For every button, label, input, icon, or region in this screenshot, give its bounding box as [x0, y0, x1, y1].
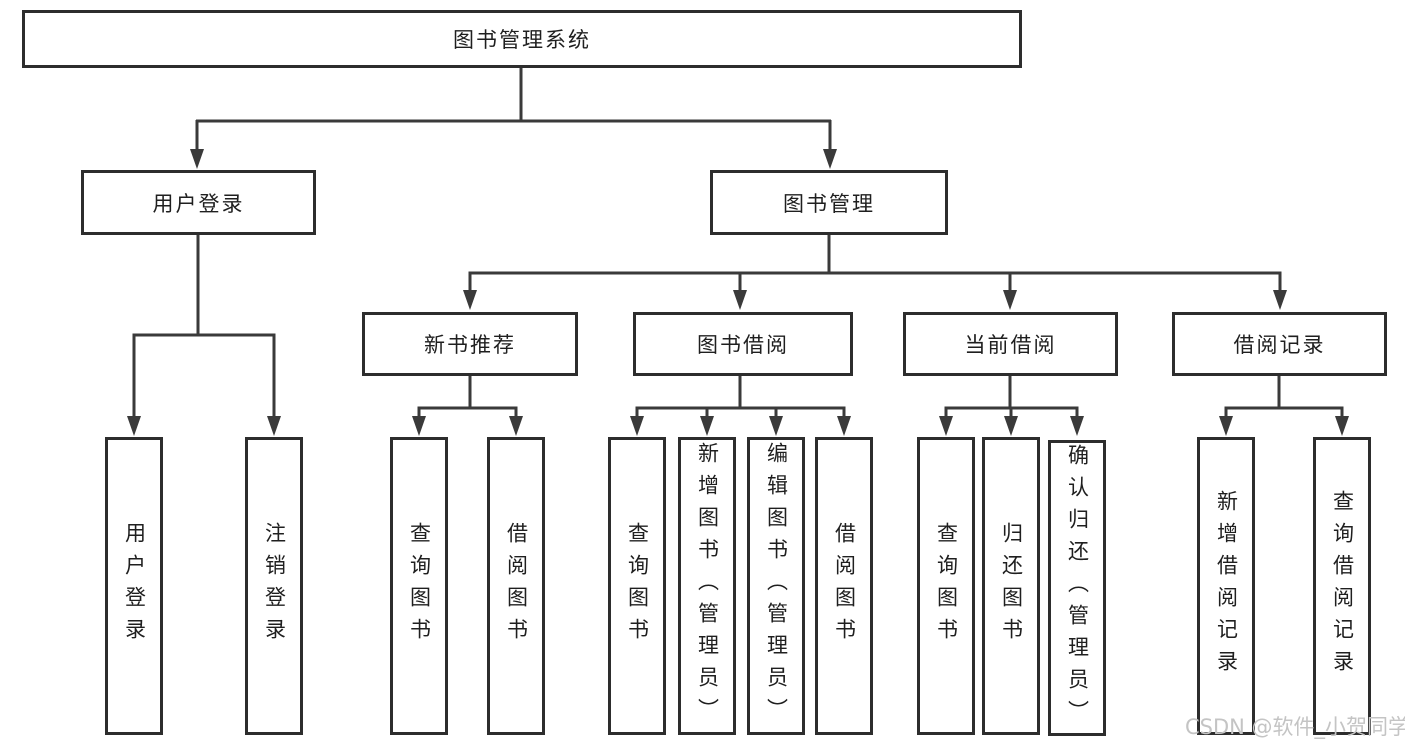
leaf-add-borrow-record: 新增借阅记录 [1197, 437, 1255, 735]
connector-bookmgmt-to-level3 [463, 235, 1287, 310]
leaf-label: 新增图书（管理员） [695, 442, 720, 730]
connector-bookborrow-to-leaves [630, 376, 851, 436]
leaf-logout: 注销登录 [245, 437, 303, 735]
leaf-label: 借阅图书 [832, 522, 857, 650]
node-book-management: 图书管理 [710, 170, 948, 235]
connector-line [417, 376, 518, 418]
connector-records-to-leaves [1219, 376, 1349, 436]
leaf-user-login: 用户登录 [105, 437, 163, 735]
leaf-label: 查询图书 [934, 522, 959, 650]
connector-line [195, 68, 832, 152]
connector-arrowhead [1004, 416, 1018, 436]
node-label: 图书借阅 [697, 333, 789, 357]
leaf-newbook-borrow-books: 借阅图书 [487, 437, 545, 735]
leaf-label: 归还图书 [999, 522, 1024, 650]
connector-arrowhead [463, 290, 477, 310]
leaf-label: 用户登录 [122, 522, 147, 650]
leaf-return-books: 归还图书 [982, 437, 1040, 735]
connector-arrowhead [1070, 416, 1084, 436]
leaf-label: 查询图书 [407, 522, 432, 650]
node-label: 新书推荐 [424, 333, 516, 357]
node-new-book-recommend: 新书推荐 [362, 312, 578, 376]
connector-arrowhead [630, 416, 644, 436]
leaf-label: 编辑图书（管理员） [764, 442, 789, 730]
node-root-library-system: 图书管理系统 [22, 10, 1022, 68]
connector-newbook-to-leaves [412, 376, 523, 436]
leaf-confirm-return-admin: 确认归还（管理员） [1048, 440, 1106, 736]
connector-line [1224, 376, 1344, 418]
connector-arrowhead [700, 416, 714, 436]
connector-arrowhead [1273, 290, 1287, 310]
leaf-current-query-books: 查询图书 [917, 437, 975, 735]
leaf-label: 借阅图书 [504, 522, 529, 650]
connector-arrowhead [939, 416, 953, 436]
connector-arrowhead [509, 416, 523, 436]
connector-userlogin-to-leaves [127, 235, 281, 436]
connector-arrowhead [412, 416, 426, 436]
connector-line [944, 376, 1079, 418]
leaf-label: 查询图书 [625, 522, 650, 650]
connector-arrowhead [837, 416, 851, 436]
node-user-login: 用户登录 [81, 170, 316, 235]
leaf-borrow-query-books: 查询图书 [608, 437, 666, 735]
leaf-query-borrow-record: 查询借阅记录 [1313, 437, 1371, 735]
node-book-borrow: 图书借阅 [633, 312, 853, 376]
node-current-borrow: 当前借阅 [903, 312, 1118, 376]
node-label: 用户登录 [152, 191, 245, 216]
node-borrow-records: 借阅记录 [1172, 312, 1387, 376]
leaf-add-books-admin: 新增图书（管理员） [678, 437, 736, 735]
leaf-label: 注销登录 [262, 522, 287, 650]
connector-line [635, 376, 846, 418]
leaf-edit-books-admin: 编辑图书（管理员） [747, 437, 805, 735]
connector-line [132, 235, 276, 418]
leaf-label: 确认归还（管理员） [1065, 444, 1090, 732]
csdn-watermark: CSDN @软件_小贺同学 [1185, 715, 1405, 739]
node-label: 借阅记录 [1233, 333, 1326, 357]
connector-arrowhead [769, 416, 783, 436]
connector-arrowhead [733, 290, 747, 310]
leaf-borrow-books: 借阅图书 [815, 437, 873, 735]
leaf-label: 查询借阅记录 [1330, 490, 1355, 682]
node-label: 图书管理系统 [453, 28, 591, 52]
connector-arrowhead [823, 149, 837, 169]
connector-arrowhead [190, 149, 204, 169]
connector-arrowhead [1003, 290, 1017, 310]
node-label: 图书管理 [783, 191, 875, 216]
connector-arrowhead [267, 416, 281, 436]
leaf-label: 新增借阅记录 [1214, 490, 1239, 682]
connector-arrowhead [127, 416, 141, 436]
connector-arrowhead [1219, 416, 1233, 436]
connector-root-to-level2 [190, 68, 837, 169]
connector-line [468, 235, 1282, 292]
node-label: 当前借阅 [964, 333, 1057, 357]
leaf-newbook-query-books: 查询图书 [390, 437, 448, 735]
connector-currentborrow-to-leaves [939, 376, 1084, 436]
connector-arrowhead [1335, 416, 1349, 436]
